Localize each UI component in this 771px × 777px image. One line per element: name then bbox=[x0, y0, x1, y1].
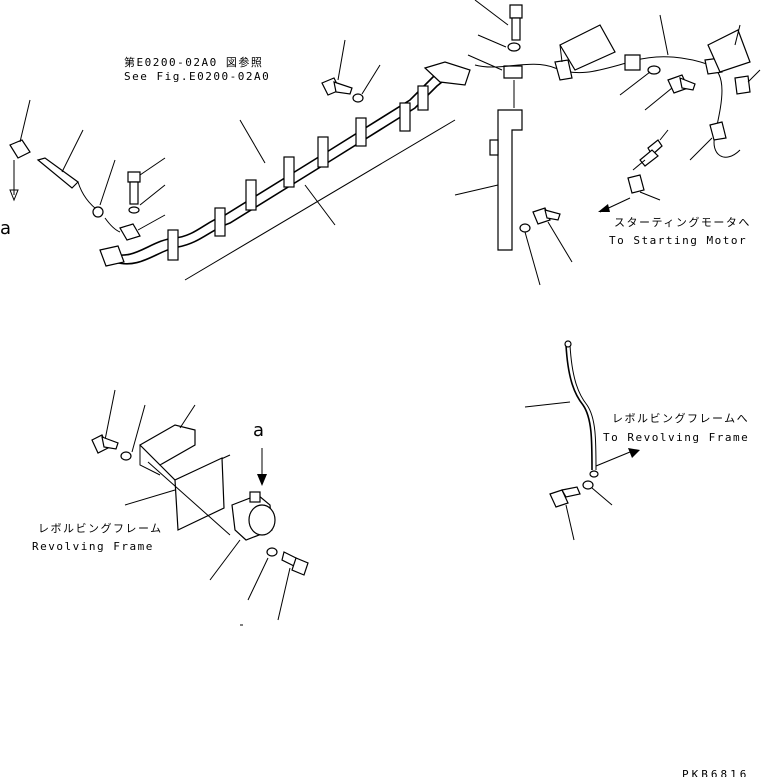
starting-motor-label-en: To Starting Motor bbox=[609, 234, 748, 247]
ref-leader bbox=[239, 119, 266, 164]
tube-clamps bbox=[167, 85, 429, 261]
revolving-frame-left-en: Revolving Frame bbox=[32, 540, 154, 553]
drawing-code: PKB6816 bbox=[682, 768, 750, 777]
group-baseline bbox=[184, 119, 456, 281]
mark-a-mid: a bbox=[253, 420, 265, 441]
mid-bolts bbox=[321, 39, 381, 103]
left-parts bbox=[9, 99, 166, 241]
mark-a-top: a bbox=[0, 218, 12, 239]
starting-motor-label-jp: スターティングモータへ bbox=[614, 216, 751, 229]
ref-label-en: See Fig.E0200-02A0 bbox=[124, 70, 271, 83]
revolving-frame-left-jp: レボルビングフレーム bbox=[38, 522, 163, 535]
revolving-frame-right-en: To Revolving Frame bbox=[603, 431, 750, 444]
starter-cable bbox=[474, 14, 761, 213]
ground-cable bbox=[524, 340, 640, 541]
bracket bbox=[454, 0, 573, 286]
leader-tube bbox=[304, 184, 336, 226]
revolving-frame-right-jp: レボルビングフレームへ bbox=[612, 412, 750, 425]
ref-label-jp: 第E0200-02A0 図参照 bbox=[124, 56, 264, 69]
relay-assembly bbox=[91, 389, 309, 626]
